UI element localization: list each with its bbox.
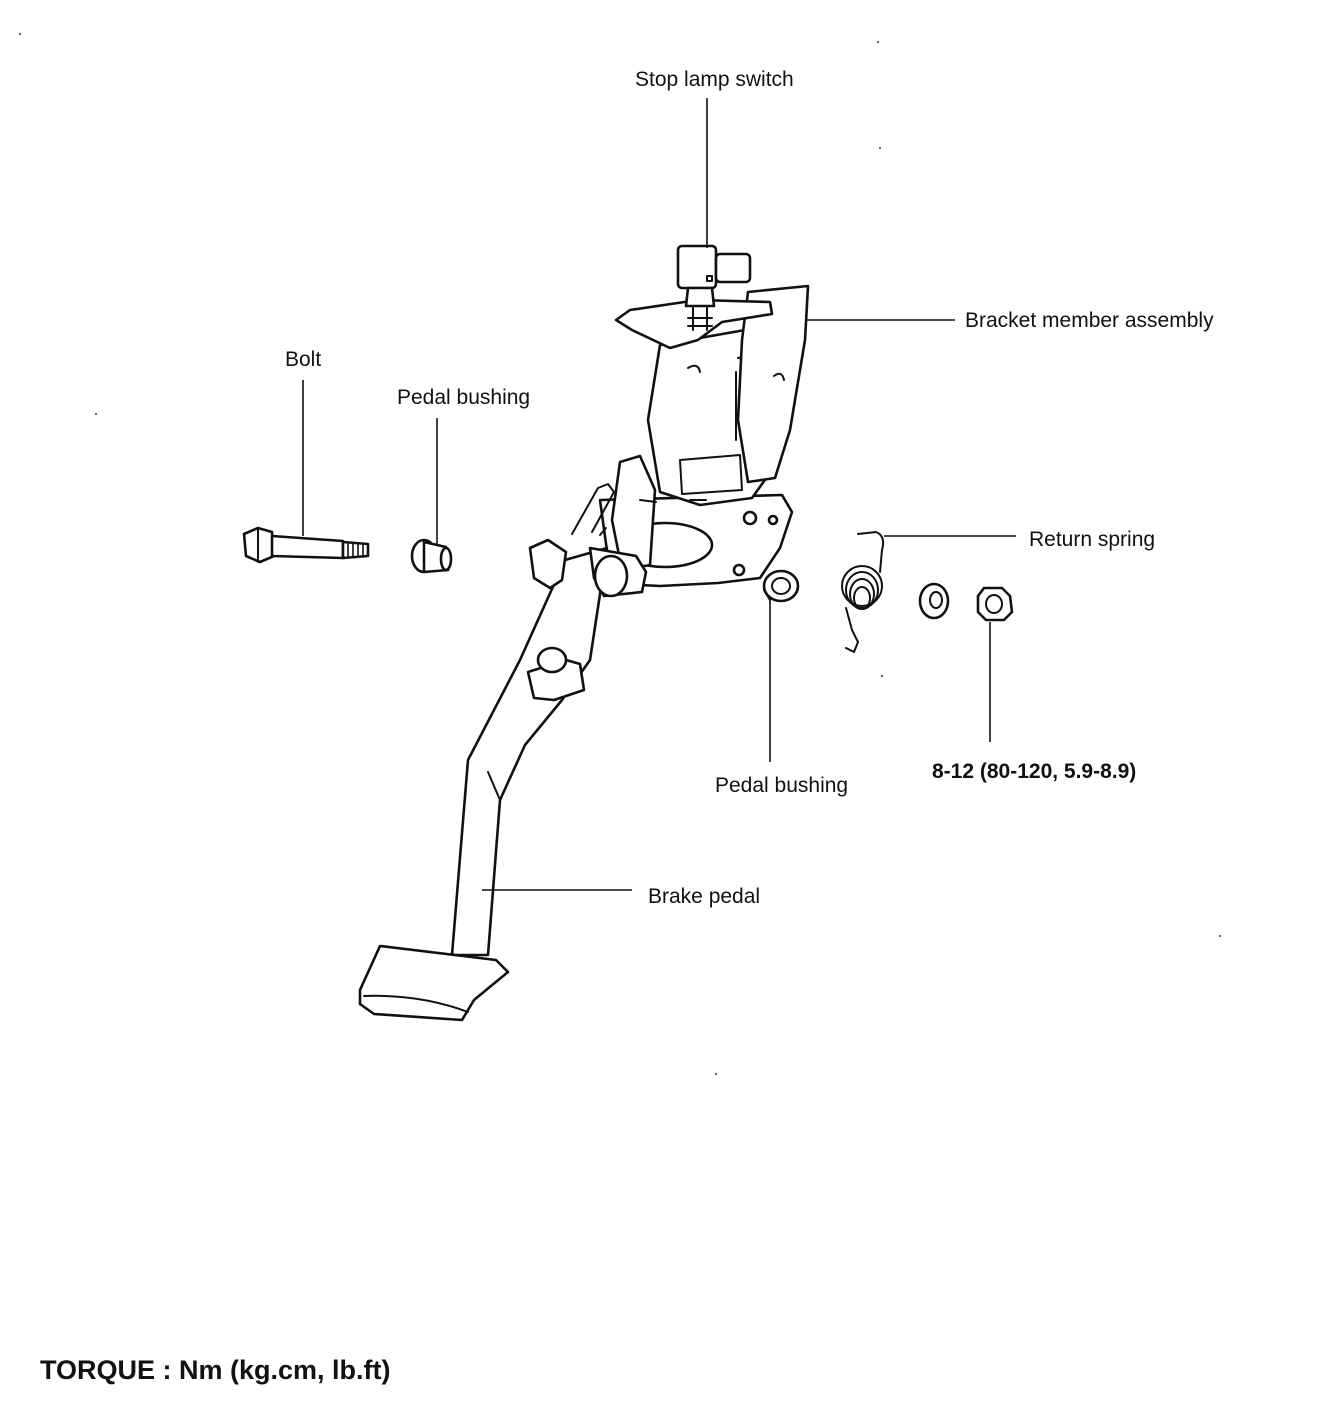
brake-pedal-label: Brake pedal: [648, 885, 761, 908]
bolt-label: Bolt: [285, 348, 322, 371]
nut-torque-label: 8-12 (80-120, 5.9-8.9): [932, 760, 1137, 783]
stop-lamp-switch-part: [676, 244, 752, 331]
pedal-bushing-right-label: Pedal bushing: [715, 774, 849, 797]
pedal-bushing-right-part: [762, 569, 800, 603]
bolt-part: [242, 526, 370, 564]
torque-units-note: TORQUE : Nm (kg.cm, lb.ft): [40, 1355, 391, 1385]
bracket-member-assembly-label: Bracket member assembly: [965, 309, 1214, 332]
return-spring-label: Return spring: [1029, 528, 1156, 551]
nut-part: [976, 586, 1014, 622]
washer-part: [918, 582, 950, 620]
stop-lamp-switch-label: Stop lamp switch: [635, 68, 794, 91]
brake-pedal-part: [358, 538, 648, 1022]
pedal-bushing-left-part: [410, 538, 453, 574]
pedal-bushing-left-label: Pedal bushing: [397, 386, 531, 409]
scan-specks: [19, 33, 1221, 1075]
bracket-member-assembly: [571, 284, 810, 588]
return-spring-part: [841, 531, 885, 653]
leader-lines: [302, 98, 1016, 891]
